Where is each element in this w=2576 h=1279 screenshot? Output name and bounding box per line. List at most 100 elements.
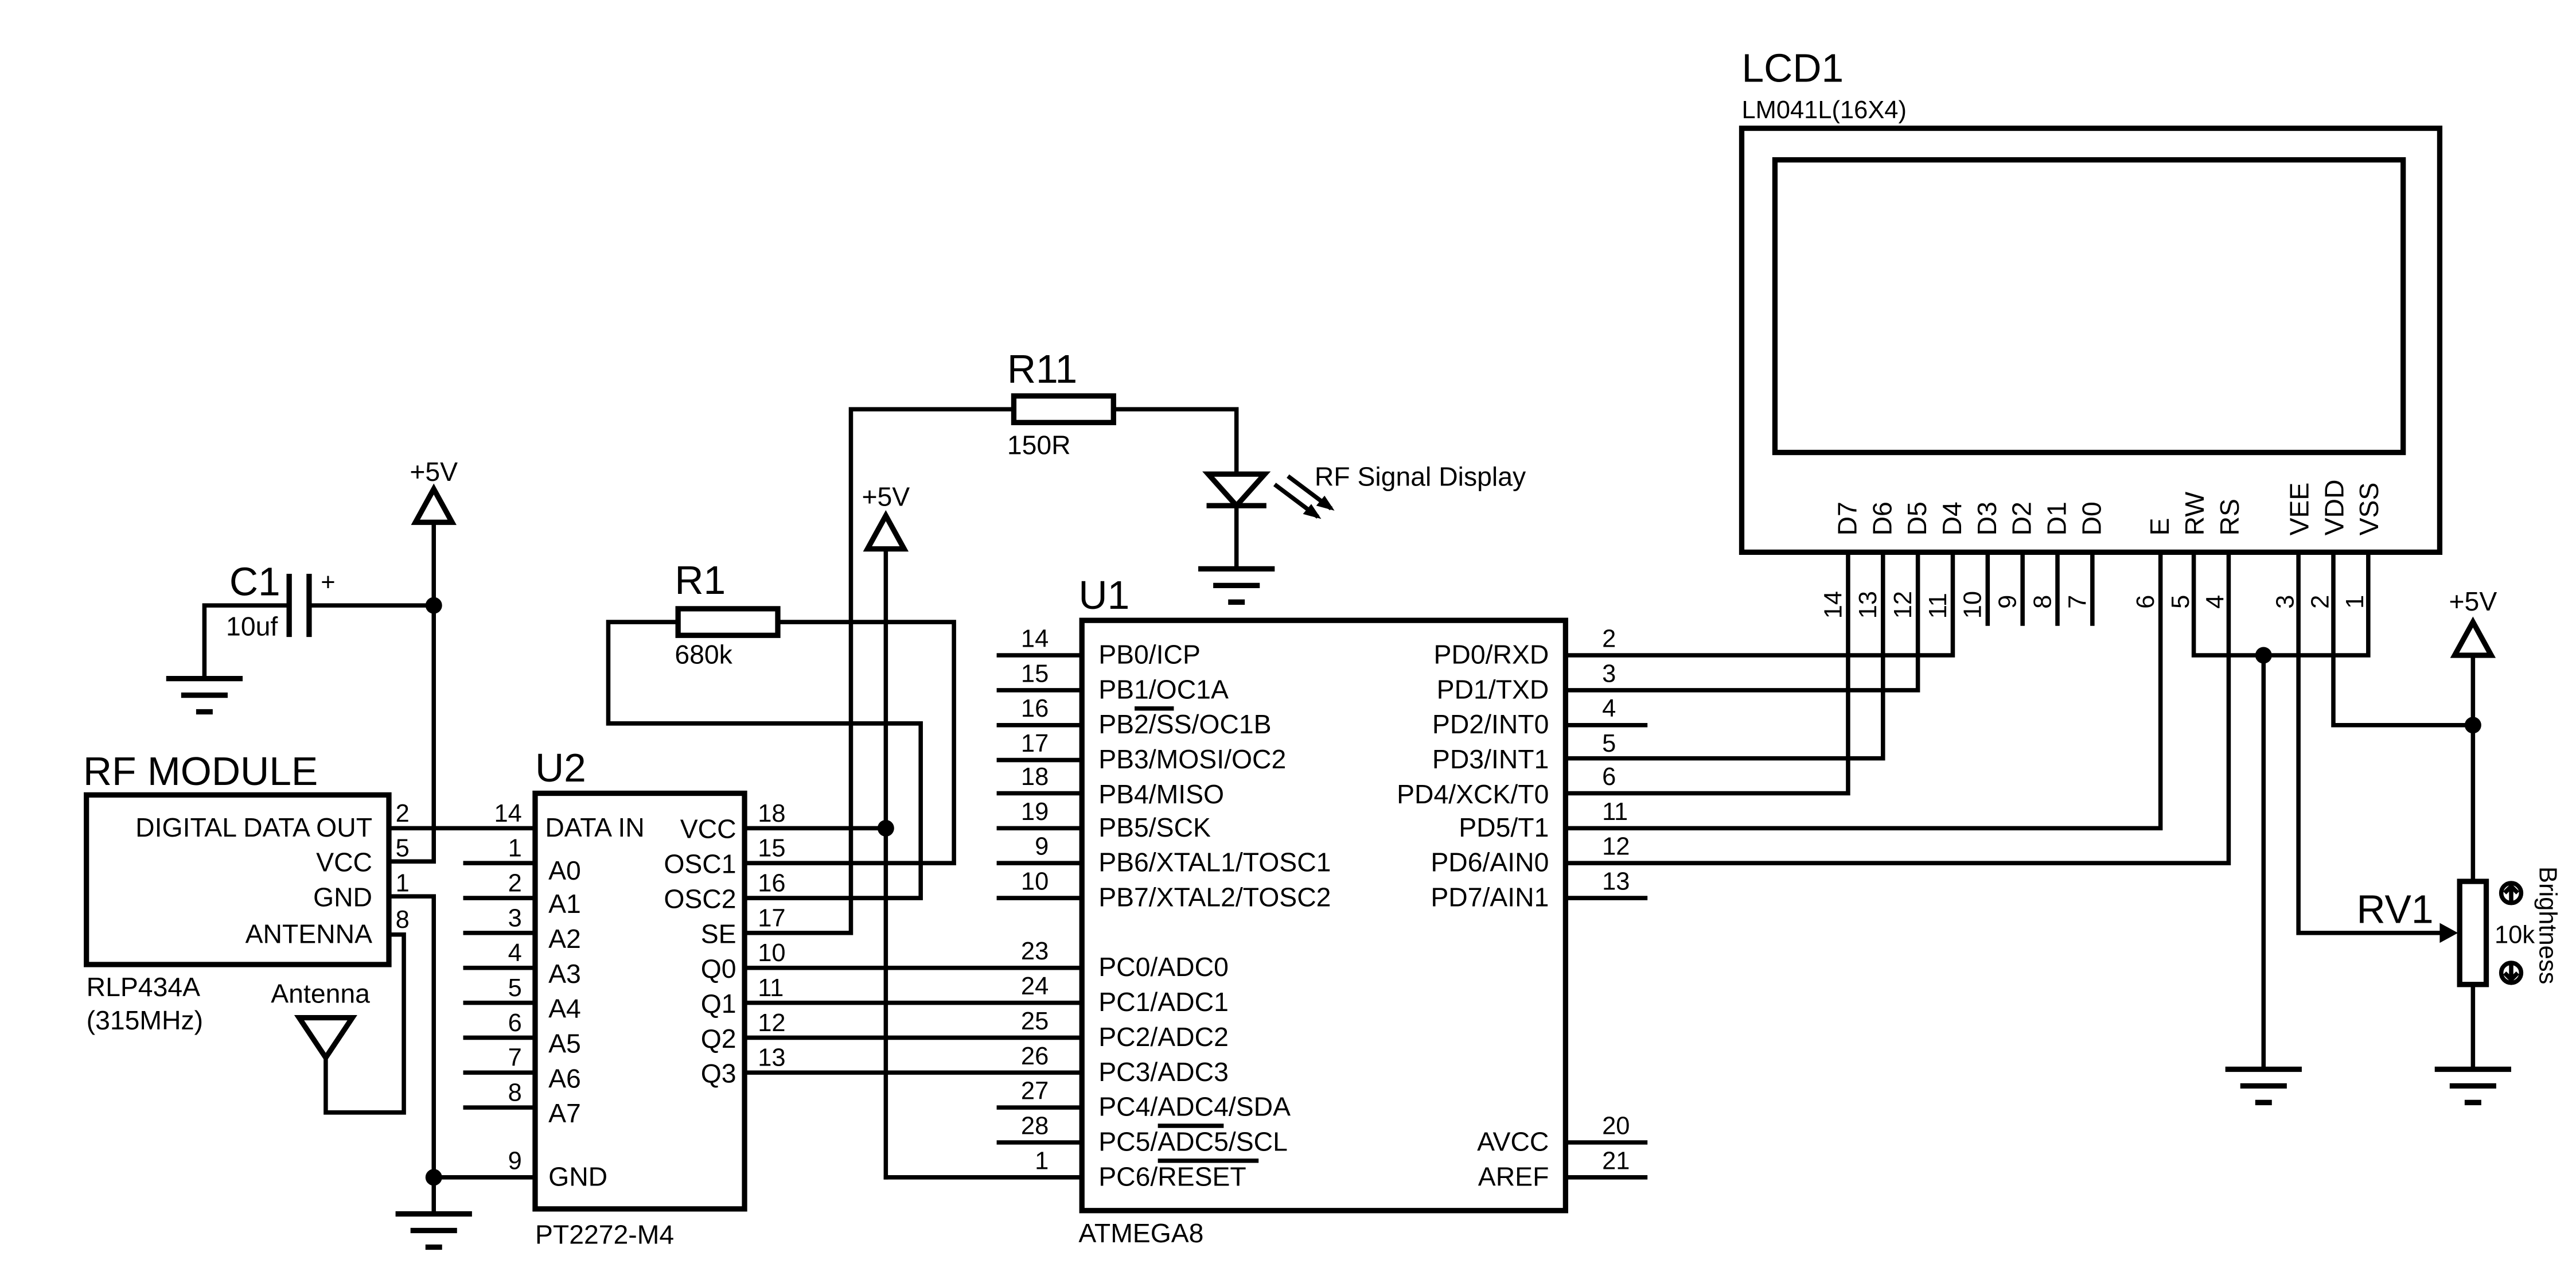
- svg-text:PD6/AIN0: PD6/AIN0: [1431, 848, 1549, 877]
- u1-pin: AVCC 20: [1477, 1112, 1630, 1156]
- svg-text:3: 3: [2271, 595, 2299, 609]
- svg-text:U1: U1: [1078, 573, 1129, 617]
- svg-text:VCC: VCC: [316, 848, 372, 877]
- svg-text:17: 17: [1021, 730, 1049, 757]
- lcd-pin: D5 12: [1889, 502, 1932, 619]
- lcd-pin: D1 8: [2029, 502, 2071, 609]
- u1-pin: PC4/ADC4/SDA 27: [1021, 1078, 1291, 1122]
- svg-text:A4: A4: [548, 994, 581, 1024]
- svg-text:13: 13: [1602, 868, 1630, 896]
- u1-pin: PB3/MOSI/OC2 17: [1021, 730, 1286, 774]
- svg-text:18: 18: [758, 800, 785, 827]
- svg-text:11: 11: [758, 974, 784, 1002]
- svg-text:VCC: VCC: [680, 814, 736, 844]
- svg-text:PC6/RESET: PC6/RESET: [1098, 1161, 1246, 1191]
- u2-pin: A7 8: [463, 1079, 581, 1128]
- u2-pin: SE 17: [701, 904, 786, 948]
- svg-text:10: 10: [758, 939, 785, 967]
- u1-pin: PD2/INT0 4: [1432, 695, 1616, 739]
- u1-pin: PD0/RXD 2: [1434, 625, 1616, 670]
- u1-pin: PB5/SCK 19: [1021, 798, 1211, 842]
- svg-text:R1: R1: [675, 558, 726, 602]
- svg-text:GND: GND: [548, 1161, 607, 1191]
- led-rf-signal: RF Signal Display: [1202, 461, 1526, 519]
- svg-text:RF Signal Display: RF Signal Display: [1315, 461, 1526, 491]
- svg-text:DIGITAL DATA OUT: DIGITAL DATA OUT: [135, 813, 372, 842]
- svg-text:8: 8: [2029, 595, 2056, 609]
- svg-text:R11: R11: [1007, 347, 1077, 391]
- u1-pin: PC1/ADC1 24: [1021, 973, 1229, 1017]
- svg-text:Q1: Q1: [701, 989, 736, 1018]
- u1-pin: PD4/XCK/T0 6: [1397, 763, 1616, 809]
- u1-pin: PC5/ADC5/SCL 28: [1021, 1112, 1288, 1156]
- u1-pin: PB6/XTAL1/TOSC1 9: [1035, 833, 1331, 877]
- u2-pin: Q1 11: [701, 974, 784, 1018]
- svg-text:A2: A2: [548, 924, 581, 954]
- u2-pin: A1 2: [463, 869, 581, 919]
- svg-text:7: 7: [2064, 595, 2091, 609]
- svg-text:D3: D3: [1972, 502, 2002, 535]
- svg-text:GND: GND: [313, 883, 372, 912]
- svg-text:PB6/XTAL1/TOSC1: PB6/XTAL1/TOSC1: [1098, 848, 1331, 877]
- svg-text:150R: 150R: [1007, 430, 1071, 460]
- svg-text:A7: A7: [548, 1098, 581, 1128]
- u2-pin: VCC 18: [680, 800, 786, 844]
- svg-text:PD4/XCK/T0: PD4/XCK/T0: [1397, 779, 1549, 809]
- u2-pin: A6 7: [463, 1044, 581, 1093]
- svg-text:ANTENNA: ANTENNA: [245, 919, 373, 948]
- u2-pin: A0 1: [463, 835, 581, 885]
- svg-text:3: 3: [508, 904, 522, 932]
- svg-text:D4: D4: [1937, 502, 1967, 535]
- svg-text:D2: D2: [2007, 502, 2037, 535]
- wires: [202, 407, 2476, 1180]
- ic-u2: U2 PT2272-M4 DATA IN 14 A0 1 A1 2 A2 3 A…: [463, 745, 786, 1250]
- svg-text:Antenna: Antenna: [271, 979, 370, 1009]
- svg-text:5: 5: [508, 974, 522, 1002]
- svg-text:PD5/T1: PD5/T1: [1459, 813, 1549, 842]
- svg-text:14: 14: [494, 800, 521, 827]
- lcd-pin: E 6: [2132, 518, 2174, 608]
- svg-text:+5V: +5V: [410, 457, 458, 487]
- lcd-pin: RS 4: [2202, 499, 2244, 609]
- u1-pin: PC3/ADC3 26: [1021, 1043, 1229, 1087]
- capacitor-c1: C1 10uf +: [226, 559, 336, 642]
- decrease-arrow-icon: [2499, 961, 2524, 985]
- vcc-symbol: +5V: [2449, 586, 2497, 658]
- svg-text:680k: 680k: [675, 640, 732, 670]
- lcd-pin: D2 9: [1994, 502, 2037, 609]
- svg-text:2: 2: [508, 869, 522, 897]
- increase-arrow-icon: [2499, 881, 2524, 905]
- svg-text:25: 25: [1021, 1008, 1049, 1035]
- svg-text:D1: D1: [2041, 502, 2071, 535]
- svg-text:C1: C1: [229, 559, 280, 604]
- svg-text:PD1/TXD: PD1/TXD: [1437, 674, 1549, 704]
- svg-text:A6: A6: [548, 1063, 581, 1093]
- u2-pin: OSC2 16: [664, 869, 785, 913]
- svg-text:12: 12: [1889, 591, 1917, 619]
- resistor-r1: R1 680k: [675, 558, 781, 670]
- svg-text:5: 5: [1602, 730, 1616, 757]
- svg-text:5: 5: [2167, 595, 2195, 609]
- lcd-pin: D7 14: [1819, 502, 1862, 619]
- svg-text:10uf: 10uf: [226, 611, 278, 641]
- svg-text:A5: A5: [548, 1029, 581, 1059]
- svg-text:RS: RS: [2215, 499, 2244, 535]
- svg-text:2: 2: [1602, 625, 1616, 653]
- junction-dots: [425, 597, 2481, 1186]
- svg-text:6: 6: [2132, 595, 2160, 609]
- svg-text:PC3/ADC3: PC3/ADC3: [1098, 1057, 1229, 1087]
- lcd-pin: VSS 1: [2341, 483, 2384, 609]
- svg-text:11: 11: [1924, 593, 1952, 619]
- svg-text:PD0/RXD: PD0/RXD: [1434, 640, 1549, 670]
- u2-pin: A5 6: [463, 1009, 581, 1059]
- svg-text:19: 19: [1021, 798, 1049, 826]
- svg-text:PB5/SCK: PB5/SCK: [1098, 813, 1211, 842]
- svg-text:RV1: RV1: [2357, 887, 2434, 932]
- u1-pin: PC6/RESET 1: [1035, 1147, 1259, 1191]
- svg-text:9: 9: [1035, 833, 1049, 861]
- svg-text:VDD: VDD: [2319, 480, 2349, 536]
- rf-pin: DIGITAL DATA OUT 2: [135, 800, 410, 842]
- svg-text:7: 7: [508, 1044, 522, 1072]
- antenna-symbol: Antenna: [271, 979, 370, 1063]
- svg-text:10: 10: [1959, 591, 1987, 619]
